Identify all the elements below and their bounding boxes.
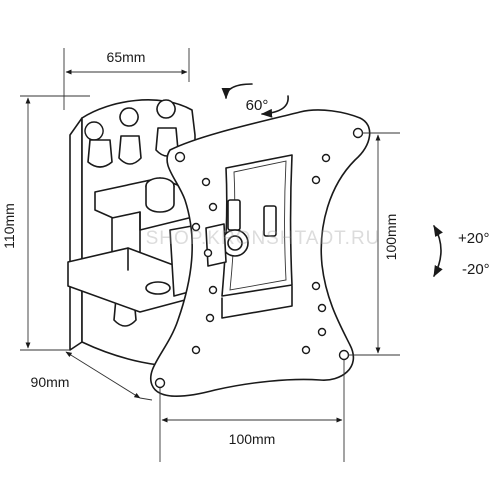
dimension-90mm: 90mm bbox=[31, 351, 153, 401]
dimension-label-vesa-horizontal: 100mm bbox=[229, 431, 276, 447]
dimension-100mm-horizontal: 100mm bbox=[159, 360, 345, 462]
keyhole-slot-icon bbox=[118, 107, 142, 165]
dimension-label-height: 110mm bbox=[1, 203, 17, 249]
vesa-plate bbox=[149, 109, 371, 397]
tilt-indicator: +20° -20° bbox=[433, 225, 490, 278]
vesa-hole-icon bbox=[154, 127, 364, 389]
tilt-down-label: -20° bbox=[462, 261, 490, 278]
watermark: SHOP.KRONSHTADT.RU bbox=[146, 228, 381, 249]
swivel-angle-label: 60° bbox=[246, 97, 269, 114]
tilt-up-label: +20° bbox=[458, 230, 489, 247]
keyhole-slot-icon bbox=[84, 121, 113, 168]
dimension-65mm: 65mm bbox=[63, 48, 190, 110]
dimension-100mm-vertical: 100mm bbox=[348, 132, 400, 356]
dimension-label-vesa-vertical: 100mm bbox=[383, 214, 399, 261]
dimension-label-depth: 90mm bbox=[31, 374, 70, 390]
dimension-110mm: 110mm bbox=[1, 95, 90, 351]
swivel-indicator: 60° bbox=[221, 83, 289, 118]
dimension-label-wall-plate-width: 65mm bbox=[107, 49, 146, 65]
